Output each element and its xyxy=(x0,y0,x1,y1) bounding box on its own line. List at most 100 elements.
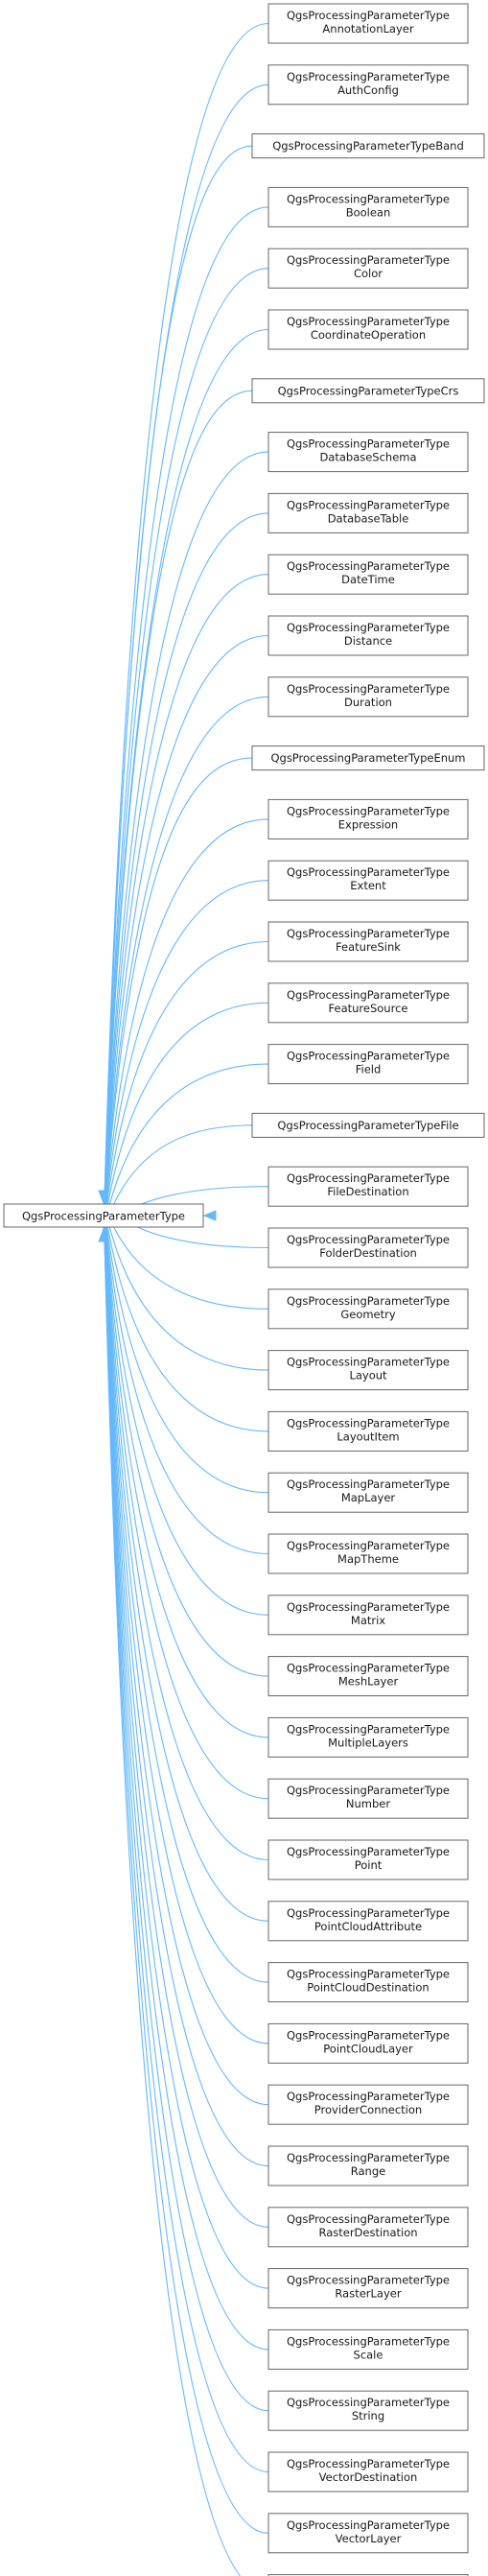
class-label-line: QgsProcessingParameterType xyxy=(287,315,450,328)
class-node-qgsprocessingparametertypevectortiledestination[interactable]: QgsProcessingParameterTypeVectorTileDest… xyxy=(267,2574,469,2576)
class-box xyxy=(267,1472,469,1513)
class-label-line: QgsProcessingParameterType xyxy=(287,2151,450,2164)
class-label-line: FolderDestination xyxy=(319,1246,417,1260)
inheritance-edge xyxy=(103,1063,269,1231)
class-label-line: QgsProcessingParameterTypeEnum xyxy=(270,751,465,765)
class-label-line: AuthConfig xyxy=(337,83,399,97)
class-label-line: Geometry xyxy=(340,1308,396,1321)
inheritance-edge xyxy=(103,1200,269,1800)
inheritance-edge xyxy=(103,1124,253,1231)
class-label-line: QgsProcessingParameterType xyxy=(287,437,450,451)
class-box xyxy=(267,1533,469,1574)
class-box xyxy=(267,3,469,44)
class-node-qgsprocessingparametertypecrs[interactable]: QgsProcessingParameterTypeCrs xyxy=(251,378,485,404)
class-box xyxy=(267,432,469,473)
class-box xyxy=(267,2451,469,2493)
class-label-line: QgsProcessingParameterType xyxy=(287,1906,450,1920)
class-label-line: QgsProcessingParameterType xyxy=(287,1233,450,1246)
class-label-line: Distance xyxy=(344,634,392,648)
class-node-qgsprocessingparametertypefiledestination[interactable]: QgsProcessingParameterTypeFileDestinatio… xyxy=(267,1166,469,1207)
inheritance-edge xyxy=(103,940,269,1231)
class-label-line: MeshLayer xyxy=(338,1675,399,1689)
class-node-qgsprocessingparametertyperasterdestination[interactable]: QgsProcessingParameterTypeRasterDestinat… xyxy=(267,2207,469,2248)
class-box xyxy=(267,309,469,350)
class-label-line: QgsProcessingParameterType xyxy=(287,2334,450,2348)
class-node-qgsprocessingparametertypepointcloudattribute[interactable]: QgsProcessingParameterTypePointCloudAttr… xyxy=(267,1901,469,1942)
class-node-qgsprocessingparametertypecoordinateoperation[interactable]: QgsProcessingParameterTypeCoordinateOper… xyxy=(267,309,469,350)
class-node-qgsprocessingparametertypeband[interactable]: QgsProcessingParameterTypeBand xyxy=(251,133,485,159)
class-node-qgsprocessingparametertypefolderdestination[interactable]: QgsProcessingParameterTypeFolderDestinat… xyxy=(267,1227,469,1268)
inheritance-edge xyxy=(103,1200,269,2412)
class-node-qgsprocessingparametertypeannotationlayer[interactable]: QgsProcessingParameterTypeAnnotationLaye… xyxy=(267,3,469,44)
class-label-line: Layout xyxy=(349,1369,387,1383)
inheritance-edge xyxy=(103,1200,269,1371)
inheritance-arrowhead xyxy=(98,1227,109,1242)
class-box xyxy=(267,1350,469,1391)
inheritance-edge xyxy=(103,145,253,1231)
class-box xyxy=(267,492,469,533)
class-box xyxy=(267,982,469,1024)
inheritance-edge xyxy=(103,268,269,1231)
inheritance-edge xyxy=(103,1200,242,2576)
class-box xyxy=(267,860,469,901)
class-label-line: QgsProcessingParameterType xyxy=(287,2090,450,2103)
class-node-qgsprocessingparametertypepointcloudlayer[interactable]: QgsProcessingParameterTypePointCloudLaye… xyxy=(267,2022,469,2064)
class-box xyxy=(251,378,485,404)
class-node-qgsprocessingparametertypevectordestination[interactable]: QgsProcessingParameterTypeVectorDestinat… xyxy=(267,2451,469,2493)
inheritance-edge xyxy=(103,880,269,1231)
class-node-qgsprocessingparametertypeenum[interactable]: QgsProcessingParameterTypeEnum xyxy=(251,745,485,771)
inheritance-edge xyxy=(103,1200,269,1983)
class-label-line: QgsProcessingParameterType xyxy=(287,1539,450,1552)
class-label-line: Boolean xyxy=(346,205,391,219)
class-label-line: QgsProcessingParameterType xyxy=(287,1294,450,1308)
base-class-node[interactable]: QgsProcessingParameterType xyxy=(3,1203,204,1228)
inheritance-edge xyxy=(103,451,269,1231)
class-label-line: PointCloudAttribute xyxy=(314,1920,422,1933)
inheritance-edge xyxy=(103,818,269,1231)
class-box xyxy=(267,1595,469,1636)
class-label-line: PointCloudDestination xyxy=(307,1981,429,1995)
class-label-line: FeatureSource xyxy=(329,1002,408,1015)
inheritance-edge xyxy=(103,1002,269,1231)
class-node-qgsprocessingparametertypeproviderconnection[interactable]: QgsProcessingParameterTypeProviderConnec… xyxy=(267,2084,469,2125)
class-label-line: QgsProcessingParameterType xyxy=(287,1356,450,1369)
class-node-qgsprocessingparametertypepointclouddestination[interactable]: QgsProcessingParameterTypePointCloudDest… xyxy=(267,1962,469,2003)
class-box xyxy=(267,2513,469,2554)
class-label-line: MapLayer xyxy=(341,1491,396,1504)
class-label-line: QgsProcessingParameterType xyxy=(287,70,450,83)
class-label-line: QgsProcessingParameterType xyxy=(287,2028,450,2042)
class-box xyxy=(267,554,469,595)
class-label-line: ProviderConnection xyxy=(314,2103,422,2116)
class-box xyxy=(267,64,469,106)
class-label-line: Range xyxy=(351,2164,385,2178)
class-node-qgsprocessingparametertypefile[interactable]: QgsProcessingParameterTypeFile xyxy=(251,1112,485,1138)
